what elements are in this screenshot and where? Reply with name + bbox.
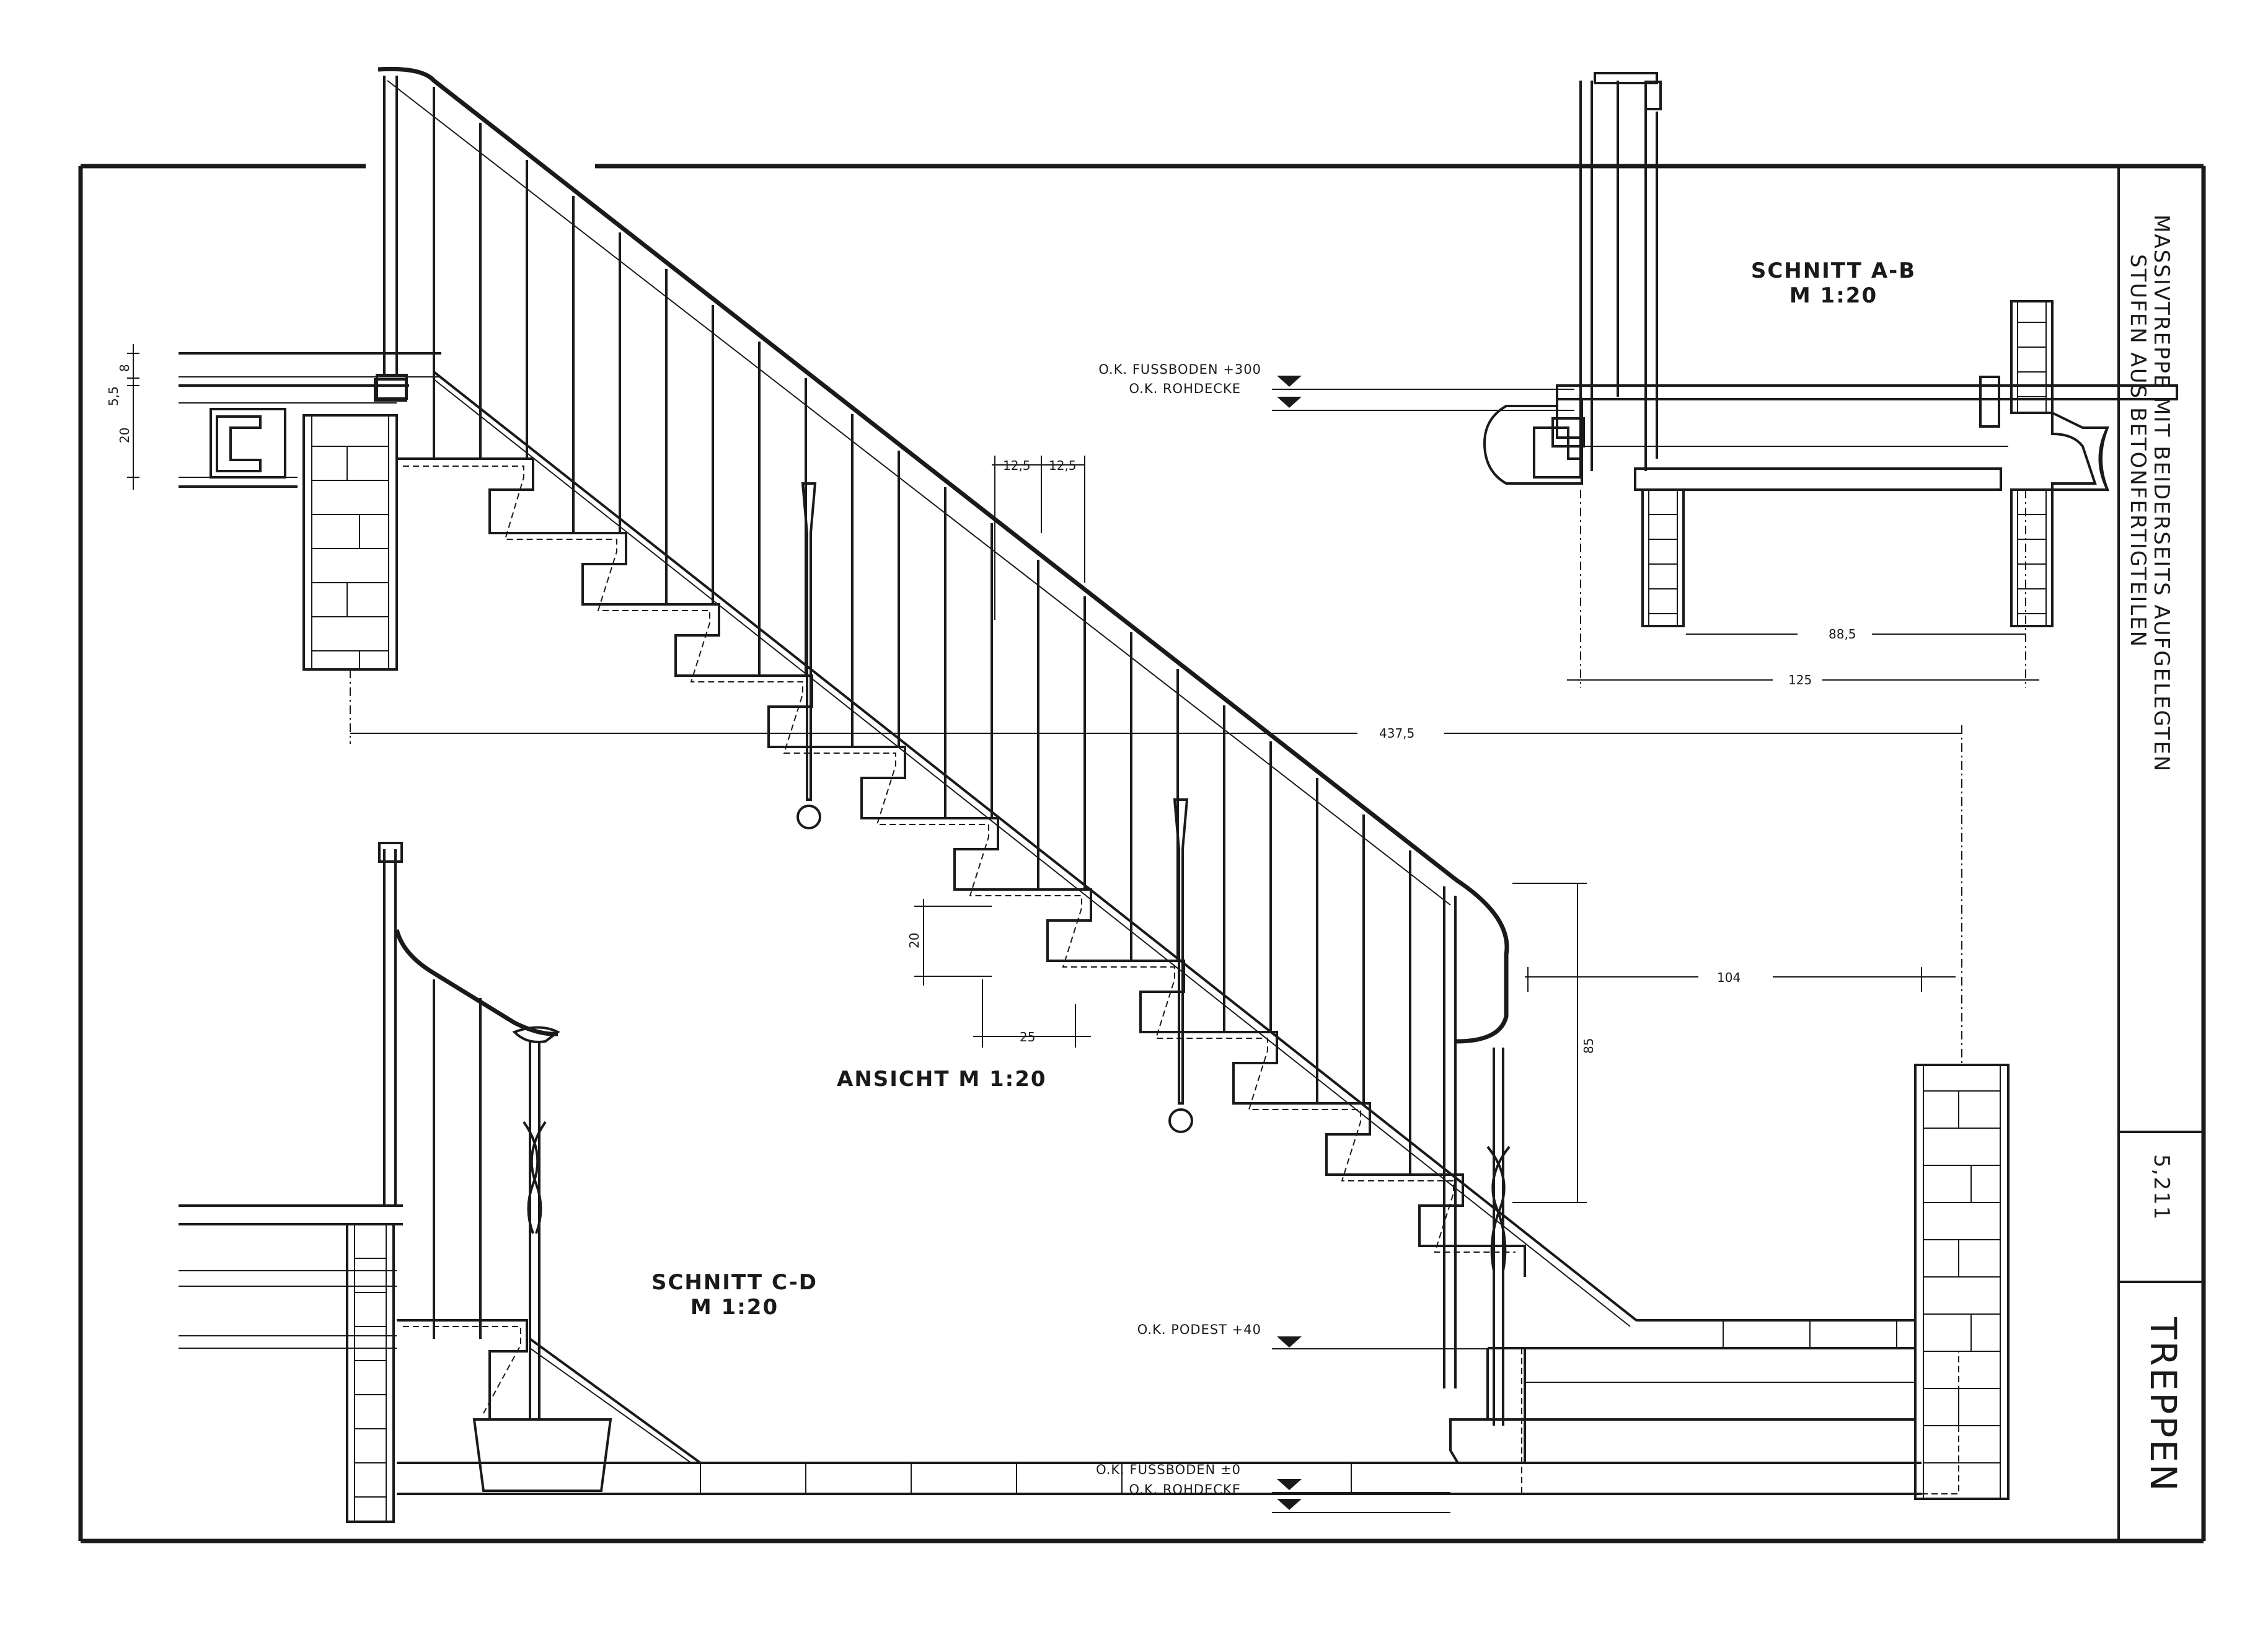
sheet-heading-line2: STUFEN AUS BETONFERTIGTEILEN [2125, 254, 2150, 648]
level-ground-floor: O.K. FUSSBODEN ±0 [1096, 1462, 1241, 1477]
dim-screed: 5,5 [106, 386, 121, 406]
brick-wall-upper [302, 414, 398, 671]
dim-floor-finish: 8 [117, 364, 132, 372]
stair-steps [397, 457, 1526, 1277]
dim-total-width: 125 [1788, 673, 1812, 687]
section-cd-view: SCHNITT C-D M 1:20 [179, 842, 818, 1523]
level-triangle [1277, 397, 1302, 408]
dim-overall-run: 437,5 [1379, 726, 1414, 741]
dim-riser: 20 [907, 933, 922, 948]
wall-stringer [433, 371, 1638, 1322]
top-newel-post [376, 76, 408, 400]
sheet-topic: TREPPEN [2142, 1317, 2184, 1493]
bottom-newel-post [1443, 886, 1511, 1426]
upper-floor-slab [179, 352, 441, 488]
dimensions: 8 5,5 20 437,5 12,5 12,5 20 25 85 [106, 344, 1962, 1203]
level-triangle [1277, 1336, 1302, 1348]
dim-handrail-height: 85 [1581, 1038, 1596, 1054]
section-ab-scale: M 1:20 [1789, 283, 1877, 308]
dim-tread: 25 [1020, 1030, 1035, 1044]
sheet-heading-line1: MASSIVTREPPE MIT BEIDERSEITS AUFGELEGTEN [2149, 214, 2174, 772]
balusters [433, 87, 1411, 1175]
level-markers: O.K. FUSSBODEN +300 O.K. ROHDECKE O.K. P… [1096, 362, 1574, 1513]
section-ab-view: SCHNITT A-B M 1:20 [1483, 72, 2178, 688]
section-ab-label: SCHNITT A-B [1751, 258, 1916, 283]
dim-landing-width: 104 [1717, 970, 1741, 985]
dim-slab: 20 [117, 428, 132, 443]
level-triangle [1277, 376, 1302, 387]
level-upper-slab: O.K. ROHDECKE [1129, 381, 1241, 396]
section-cd-scale: M 1:20 [691, 1295, 779, 1320]
level-triangle [1277, 1479, 1302, 1490]
elevation-view-label: ANSICHT M 1:20 [837, 1067, 1047, 1092]
sheet-number: 5,211 [2149, 1154, 2174, 1220]
elevation-view: ANSICHT M 1:20 [179, 66, 2010, 1500]
drawing-frame [78, 164, 2206, 1543]
level-upper-floor: O.K. FUSSBODEN +300 [1098, 362, 1261, 377]
ornamental-rods [796, 482, 1193, 1133]
dim-nosing-b: 12,5 [1049, 458, 1077, 473]
level-triangle [1277, 1499, 1302, 1510]
brick-wall-lower [1914, 1064, 2010, 1500]
level-ground-slab: O.K. ROHDECKE [1129, 1482, 1241, 1497]
landing [1449, 1319, 1959, 1494]
handrail [377, 66, 1509, 1044]
dim-nosing-a: 12,5 [1003, 458, 1031, 473]
dim-stair-width: 88,5 [1829, 627, 1856, 642]
title-block: MASSIVTREPPE MIT BEIDERSEITS AUFGELEGTEN… [2125, 214, 2184, 1493]
section-cd-label: SCHNITT C-D [651, 1270, 818, 1295]
level-landing: O.K. PODEST +40 [1137, 1322, 1261, 1337]
